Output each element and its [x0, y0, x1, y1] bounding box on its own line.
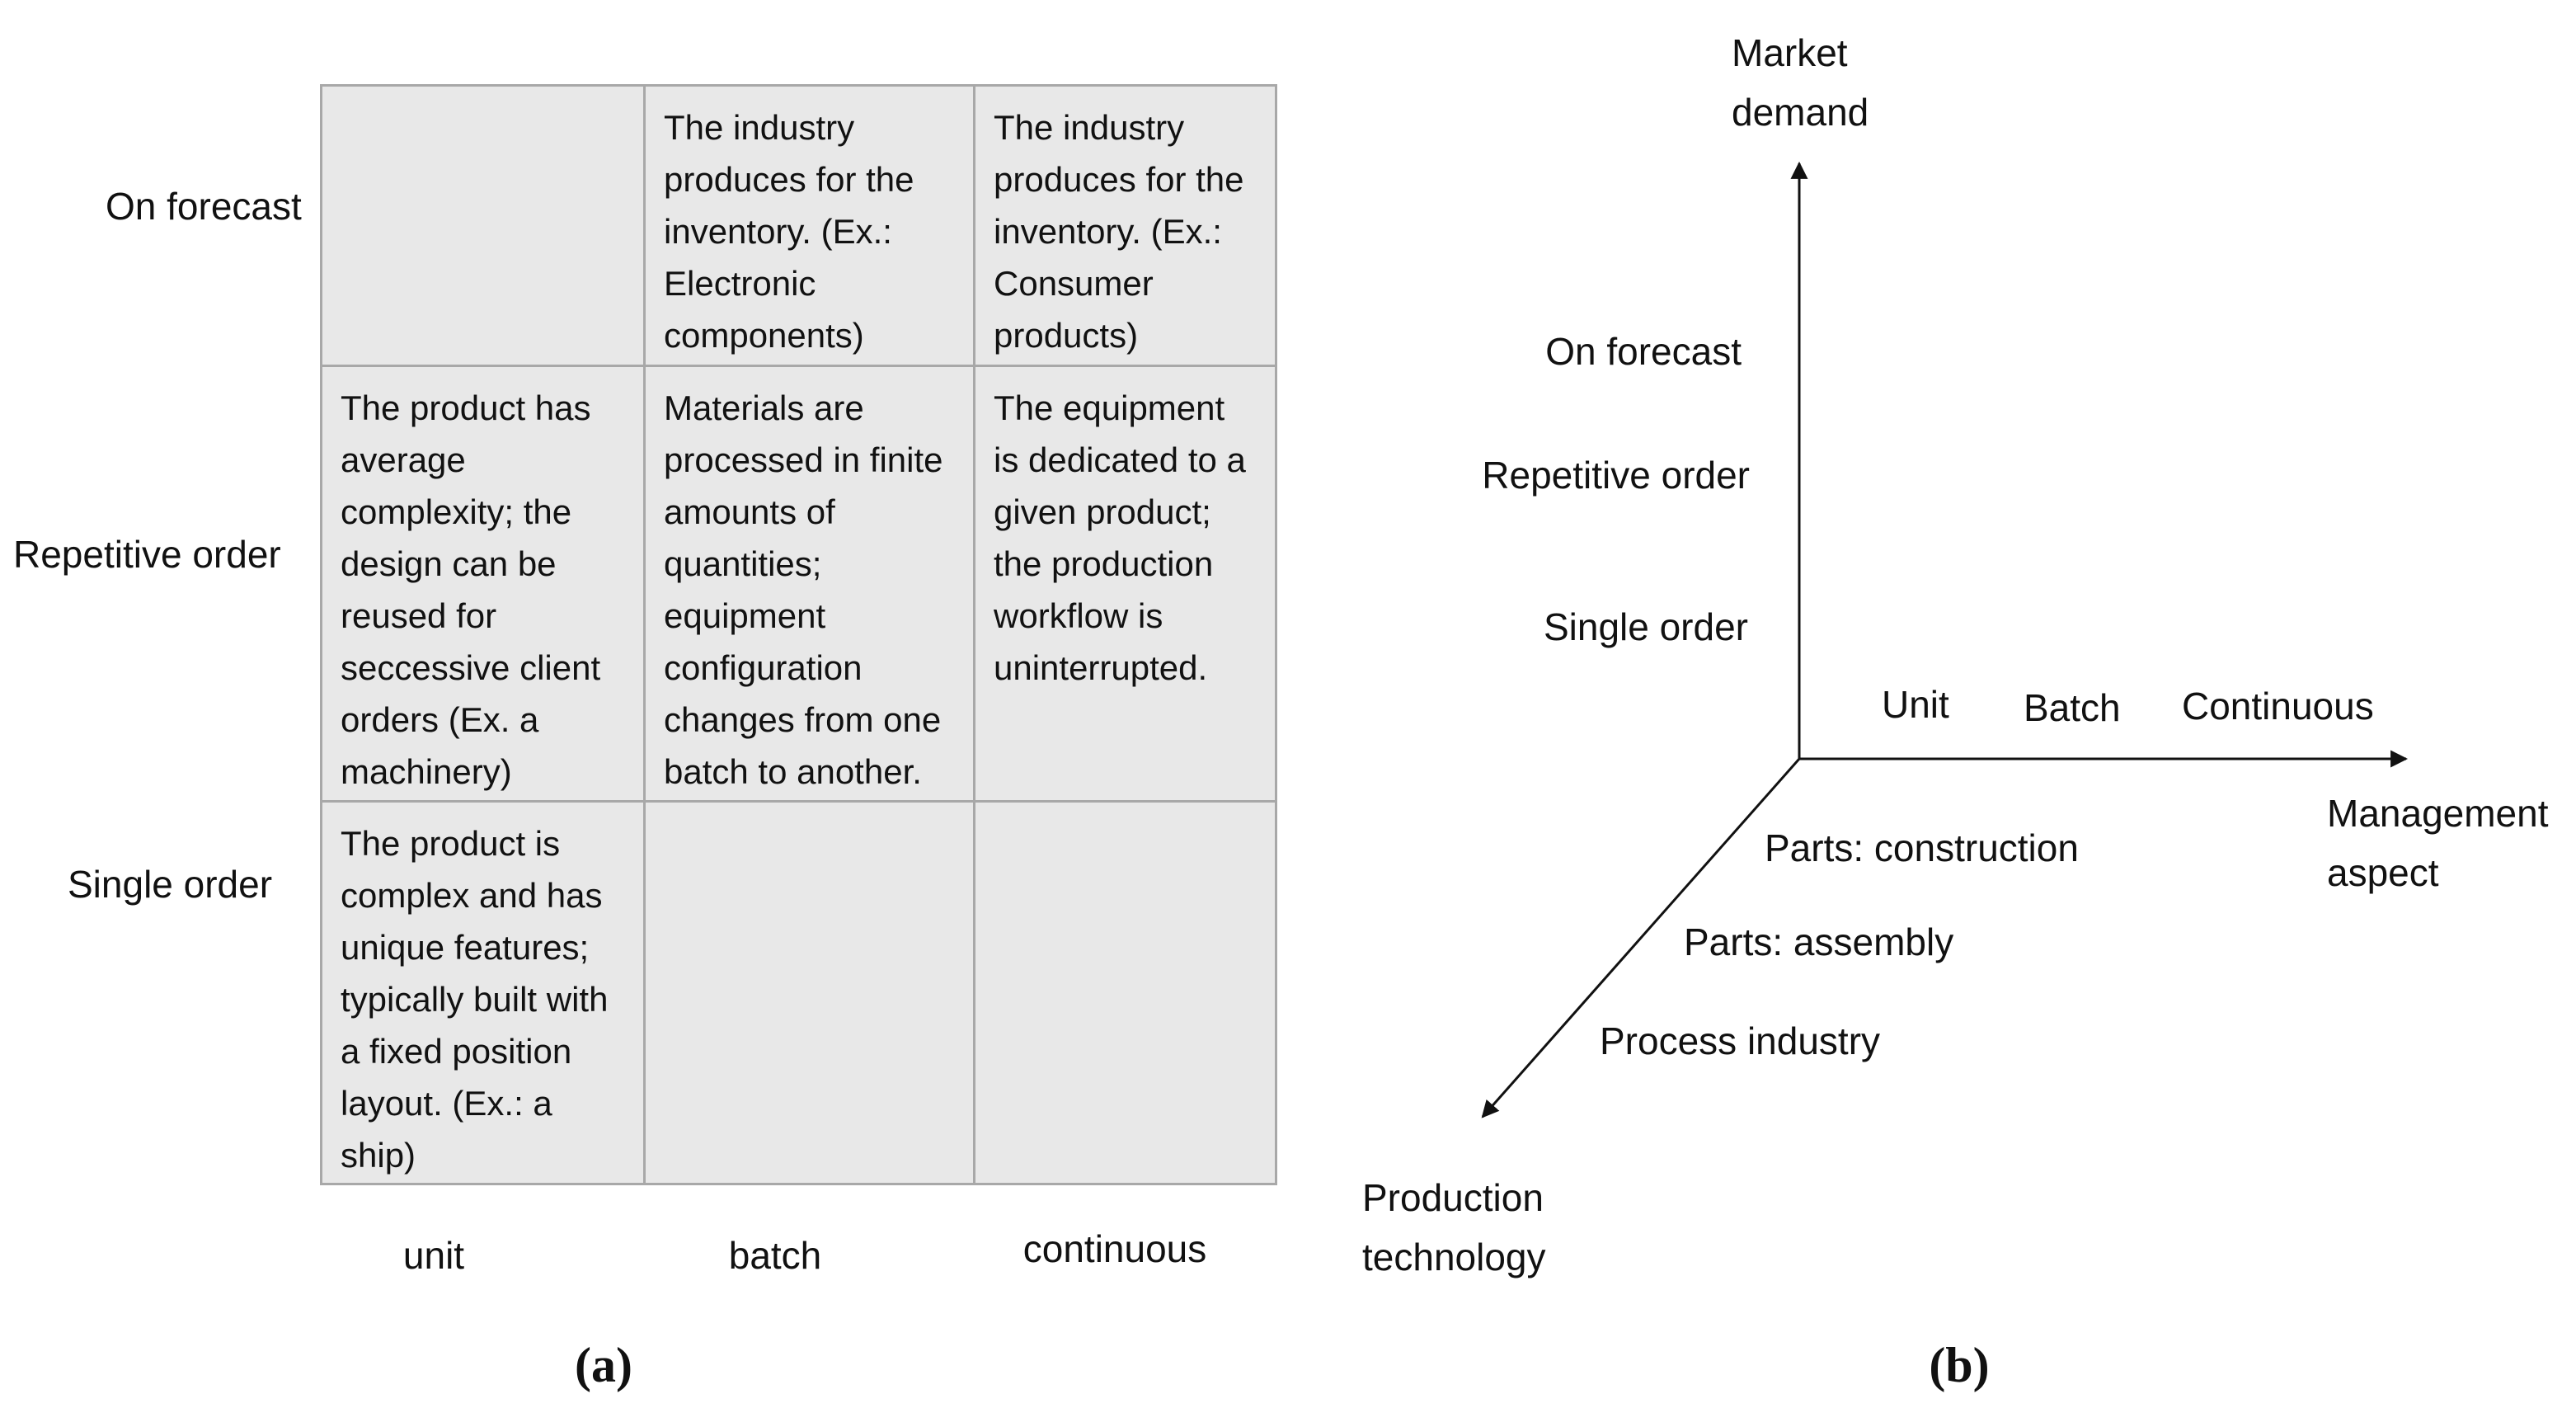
level-unit: Unit	[1882, 683, 1949, 726]
row-label-single-order: Single order	[68, 863, 273, 906]
level-parts-construction: Parts: construction	[1765, 826, 2079, 869]
horizontal-axis-title-line1: Management	[2327, 792, 2549, 835]
diagonal-axis-arrow	[1481, 758, 1801, 1118]
diagonal-axis-title-line2: technology	[1362, 1236, 1546, 1278]
level-parts-assembly: Parts: assembly	[1684, 921, 1954, 963]
table-cell: Materials are processed in finite amount…	[643, 365, 975, 803]
diagonal-axis-title: Production technology	[1362, 1168, 1546, 1287]
table-row: The product has average complexity; the …	[320, 365, 1277, 803]
table-cell: The equipment is dedicated to a given pr…	[973, 365, 1277, 803]
level-continuous: Continuous	[2182, 685, 2374, 727]
row-label-on-forecast: On forecast	[106, 185, 302, 228]
table-cell	[973, 800, 1277, 1185]
caption-b-text: (b)	[1929, 1338, 1990, 1392]
table-row: The product is complex and has unique fe…	[320, 800, 1277, 1185]
table-cell	[643, 800, 975, 1185]
vertical-axis-title-line2: demand	[1732, 91, 1869, 134]
table-cell: The industry produces for the inventory.…	[643, 84, 975, 367]
vertical-axis-title: Market demand	[1732, 23, 1869, 142]
caption-a: (a)	[521, 1336, 686, 1394]
table-cell: The industry produces for the inventory.…	[973, 84, 1277, 367]
level-batch: Batch	[2024, 686, 2121, 729]
table-cell: The product is complex and has unique fe…	[320, 800, 646, 1185]
diagonal-axis-title-line1: Production	[1362, 1176, 1544, 1219]
vertical-axis-title-line1: Market	[1732, 31, 1848, 74]
table-cell: The product has average complexity; the …	[320, 365, 646, 803]
column-label-unit: unit	[402, 1234, 465, 1277]
horizontal-axis-title-line2: aspect	[2327, 851, 2439, 894]
table-cell	[320, 84, 646, 367]
row-label-repetitive-order: Repetitive order	[13, 533, 281, 576]
level-single-order: Single order	[1543, 605, 1748, 648]
level-repetitive-order: Repetitive order	[1482, 454, 1750, 497]
level-process-industry: Process industry	[1600, 1019, 1881, 1062]
level-on-forecast: On forecast	[1545, 330, 1742, 373]
classification-table: The industry produces for the inventory.…	[320, 84, 1277, 1185]
horizontal-axis-title: Management aspect	[2327, 784, 2549, 902]
table-row: The industry produces for the inventory.…	[320, 84, 1277, 367]
column-label-continuous: continuous	[1022, 1227, 1207, 1270]
caption-b: (b)	[1877, 1336, 2042, 1394]
caption-a-text: (a)	[575, 1338, 632, 1392]
column-label-batch: batch	[728, 1234, 822, 1277]
